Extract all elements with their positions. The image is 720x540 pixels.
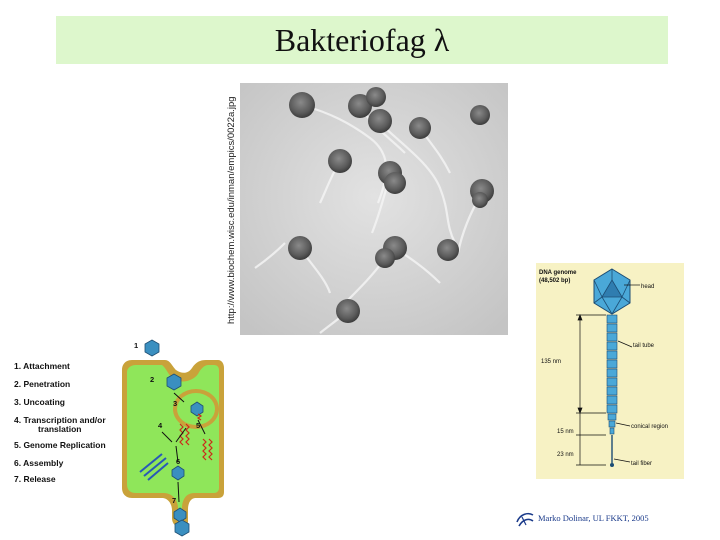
genome-size-label: (48,502 bp) [539,278,570,284]
marker-6: 6 [176,457,180,466]
tail-tube [607,315,617,413]
step-replication: 5. Genome Replication [14,440,106,450]
dna-genome-label: DNA genome [539,270,577,276]
step-release: 7. Release [14,474,56,484]
step-attachment: 1. Attachment [14,361,70,371]
image-source-caption: http://www.biochem.wisc.edu/inman/empics… [226,84,238,324]
title-banner: Bakteriofag λ [56,16,668,64]
tail-tube-label: tail tube [633,343,655,349]
conical-length-label: 15 nm [557,429,574,435]
step-penetration: 2. Penetration [14,379,70,389]
tail-fiber-label: tail fiber [631,461,652,467]
electron-micrograph [240,83,508,335]
head-label: head [641,284,654,290]
conical-region-label: conical region [631,424,668,430]
marker-3: 3 [173,399,177,408]
marker-7: 7 [172,496,176,505]
image-source-url: http://www.biochem.wisc.edu/inman/empics… [226,96,237,324]
slide-title: Bakteriofag λ [275,22,450,59]
fiber-length-label: 23 nm [557,452,574,458]
marker-5: 5 [196,421,200,430]
phage-structure-diagram: DNA genome (48,502 bp) head tail tube 13… [536,263,684,479]
step-assembly: 6. Assembly [14,458,64,468]
step-transcription-cont: translation [38,424,81,434]
author-logo-icon [514,508,536,530]
tail-length-label: 135 nm [541,359,561,365]
marker-1: 1 [134,341,138,350]
step-uncoating: 3. Uncoating [14,397,65,407]
marker-2: 2 [150,375,154,384]
footer: Marko Dolinar, UL FKKT, 2005 [514,508,714,530]
lifecycle-diagram: 1. Attachment 2. Penetration 3. Uncoatin… [0,332,230,540]
author-credit: Marko Dolinar, UL FKKT, 2005 [538,513,649,523]
